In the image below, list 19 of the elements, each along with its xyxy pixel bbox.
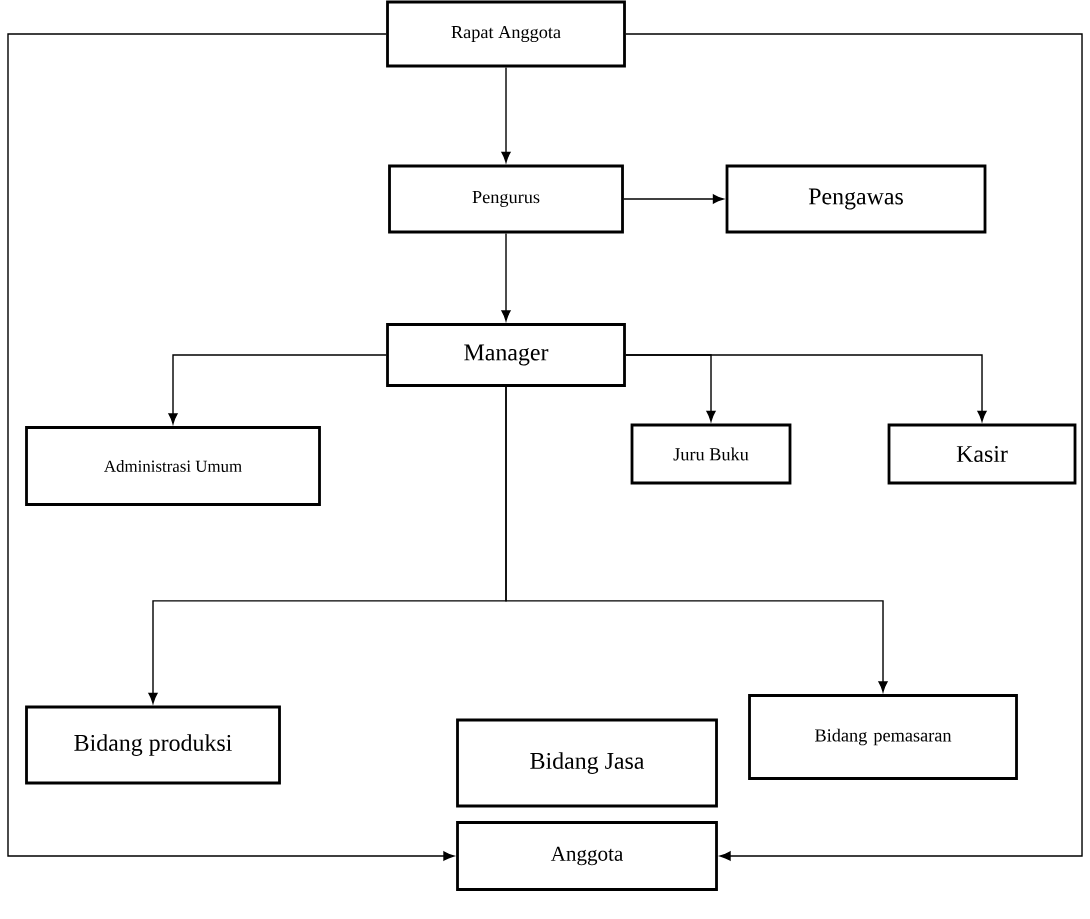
org-box: Bidang Jasa (456, 718, 718, 808)
org-box: Pengawas (725, 164, 987, 234)
arrow (505, 386, 888, 693)
arrow (501, 232, 511, 322)
org-box: Juru Buku (630, 423, 792, 485)
arrow (623, 194, 724, 204)
org-box: Bidang produksi (25, 705, 281, 785)
arrow (625, 354, 987, 422)
org-box: Rapat Anggota (386, 0, 626, 68)
org-box: Anggota (456, 821, 718, 891)
org-box: Bidang pemasaran (748, 694, 1018, 780)
org-box: Administrasi Umum (25, 426, 321, 506)
org-box: Pengurus (388, 164, 624, 234)
org-box: Kasir (887, 423, 1077, 485)
org-box: Manager (386, 323, 626, 387)
arrow (168, 354, 387, 425)
arrow (625, 33, 1083, 861)
arrow (501, 66, 511, 163)
arrow (7, 33, 455, 861)
